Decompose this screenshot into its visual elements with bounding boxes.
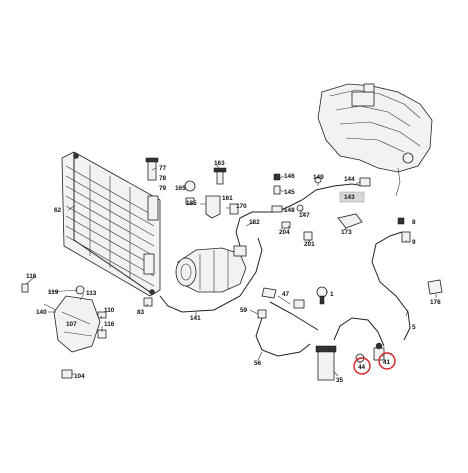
callout-148[interactable]: 148 bbox=[284, 207, 295, 214]
callout-79[interactable]: 79 bbox=[159, 185, 167, 192]
callout-140[interactable]: 140 bbox=[36, 309, 47, 316]
callout-173[interactable]: 173 bbox=[341, 229, 352, 236]
callout-146[interactable]: 146 bbox=[284, 173, 295, 180]
callout-1[interactable]: 1 bbox=[330, 291, 334, 298]
callout-5[interactable]: 5 bbox=[412, 324, 416, 331]
callout-78[interactable]: 78 bbox=[159, 175, 167, 182]
callout-141[interactable]: 141 bbox=[190, 315, 201, 322]
callout-35[interactable]: 35 bbox=[336, 377, 344, 384]
callout-9[interactable]: 9 bbox=[412, 239, 416, 246]
compressor-illustration bbox=[175, 245, 247, 293]
callout-145[interactable]: 145 bbox=[284, 189, 295, 196]
callout-170[interactable]: 170 bbox=[236, 203, 247, 210]
engine-reservoir-illustration bbox=[317, 83, 433, 197]
callout-201[interactable]: 201 bbox=[304, 241, 315, 248]
callout-110[interactable]: 110 bbox=[104, 307, 115, 314]
callout-185[interactable]: 185 bbox=[186, 200, 197, 207]
callout-182[interactable]: 182 bbox=[249, 219, 260, 226]
callout-161[interactable]: 161 bbox=[222, 195, 233, 202]
callout-83[interactable]: 83 bbox=[137, 309, 145, 316]
callout-144[interactable]: 144 bbox=[344, 176, 355, 183]
callout-204[interactable]: 204 bbox=[279, 229, 290, 236]
callout-143[interactable]: 143 bbox=[344, 194, 355, 201]
highlight-circle-44 bbox=[353, 357, 371, 375]
callout-113[interactable]: 113 bbox=[86, 290, 97, 297]
callout-44[interactable]: 44 bbox=[358, 364, 366, 371]
callout-104[interactable]: 104 bbox=[74, 373, 85, 380]
callout-176[interactable]: 176 bbox=[430, 299, 441, 306]
leader-lines bbox=[25, 163, 437, 377]
callout-77[interactable]: 77 bbox=[159, 165, 167, 172]
callout-8[interactable]: 8 bbox=[412, 219, 416, 226]
callout-47[interactable]: 47 bbox=[282, 291, 290, 298]
callout-119[interactable]: 119 bbox=[48, 289, 59, 296]
callout-107[interactable]: 107 bbox=[66, 321, 77, 328]
callout-116-bottom[interactable]: 116 bbox=[104, 321, 115, 328]
callout-56[interactable]: 56 bbox=[254, 360, 262, 367]
callout-165[interactable]: 165 bbox=[175, 185, 186, 192]
callout-41[interactable]: 41 bbox=[383, 359, 391, 366]
callout-163[interactable]: 163 bbox=[214, 160, 225, 167]
callout-62[interactable]: 62 bbox=[54, 207, 62, 214]
callout-149[interactable]: 149 bbox=[313, 174, 324, 181]
callout-147[interactable]: 147 bbox=[299, 212, 310, 219]
callout-59[interactable]: 59 bbox=[240, 307, 248, 314]
callout-116-top[interactable]: 116 bbox=[26, 273, 37, 280]
highlight-circle-41 bbox=[378, 352, 396, 370]
condenser-illustration bbox=[61, 151, 161, 297]
refrigerant-lines bbox=[159, 183, 411, 357]
